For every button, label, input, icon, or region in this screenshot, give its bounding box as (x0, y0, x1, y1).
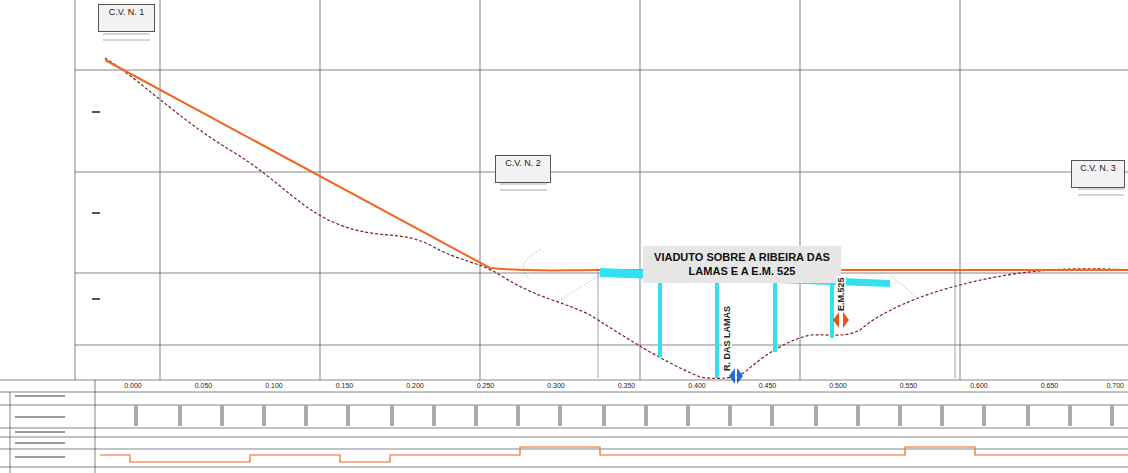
station-label: 0.150 (336, 382, 354, 389)
station-label: 0.250 (477, 382, 495, 389)
station-label: 0.000 (124, 382, 142, 389)
river-marker (737, 368, 743, 384)
profile-table (0, 380, 1128, 473)
vertical-curve-box: C.V. N. 2 (495, 155, 551, 183)
curve-title: C.V. N. 2 (500, 158, 546, 168)
curve-title: C.V. N. 3 (1076, 163, 1120, 173)
table-values (136, 405, 1112, 426)
station-label: 0.450 (759, 382, 777, 389)
road-label: E.M.525 (836, 276, 846, 312)
cvn-detail-lines (103, 22, 1124, 195)
viaduct-title-box: VIADUTO SOBRE A RIBEIRA DAS LAMAS E A E.… (643, 246, 841, 283)
vertical-curve-box: C.V. N. 1 (98, 4, 155, 32)
road-grade-line (105, 60, 1128, 271)
curvature-diagram (100, 447, 1128, 462)
station-label: 0.400 (688, 382, 706, 389)
slope-lines (523, 250, 920, 300)
station-label: 0.300 (547, 382, 565, 389)
axis-ticks (92, 111, 100, 300)
station-label: 0.600 (970, 382, 988, 389)
station-label: 0.100 (265, 382, 283, 389)
station-label: 0.550 (900, 382, 918, 389)
grid (75, 0, 1128, 380)
road-marker (833, 312, 839, 328)
curve-title: C.V. N. 1 (103, 7, 150, 17)
vertical-curve-box: C.V. N. 3 (1071, 160, 1125, 188)
reference-lines (598, 270, 955, 378)
viaduct-title: VIADUTO SOBRE A RIBEIRA DAS LAMAS E A E.… (651, 250, 833, 279)
road-marker (843, 312, 849, 328)
station-label: 0.700 (1106, 382, 1124, 389)
station-label: 0.200 (406, 382, 424, 389)
station-label: 0.050 (195, 382, 213, 389)
ground-line (105, 58, 1128, 378)
station-label: 0.350 (618, 382, 636, 389)
table-text-placeholder (15, 395, 65, 458)
station-label: 0.650 (1041, 382, 1059, 389)
river-label: R. DAS LAMAS (722, 305, 732, 372)
viaduct (600, 268, 890, 378)
station-label: 0.500 (829, 382, 847, 389)
